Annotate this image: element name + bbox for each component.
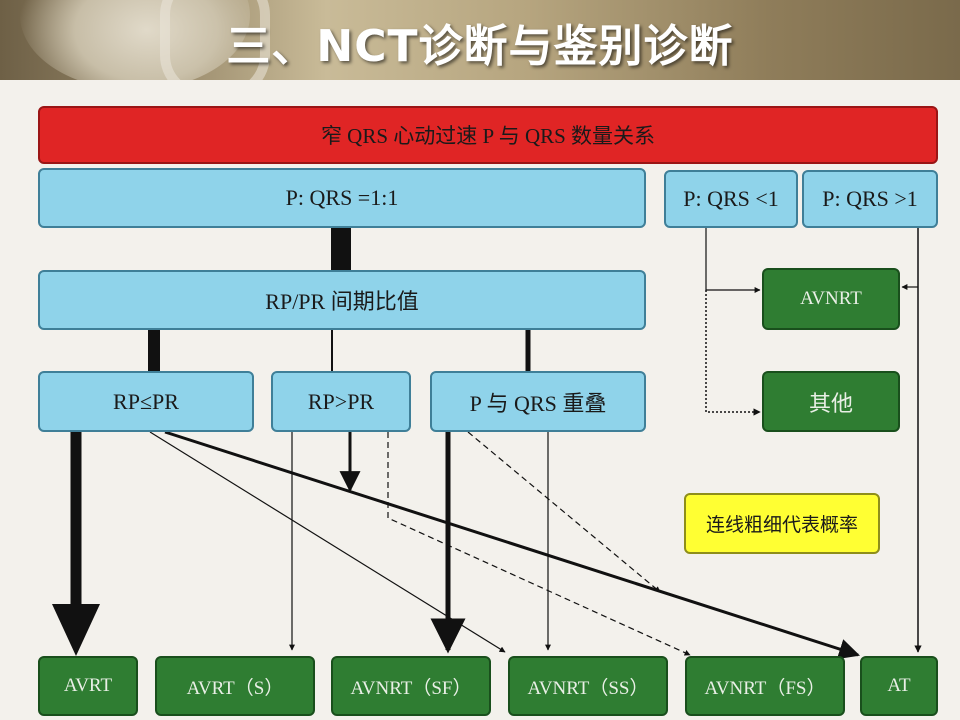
header-decoration <box>20 0 250 80</box>
outcome-at: AT <box>860 656 938 716</box>
branch-rp-le-pr: RP≤PR <box>38 371 254 432</box>
slide-header: 三、NCT诊断与鉴别诊断 <box>0 0 960 80</box>
ratio-equal-box: P: QRS =1:1 <box>38 168 646 228</box>
outcome-other: 其他 <box>762 371 900 432</box>
top-box-p-qrs-relation: 窄 QRS 心动过速 P 与 QRS 数量关系 <box>38 106 938 164</box>
branch-rp-gt-pr: RP>PR <box>271 371 411 432</box>
outcome-avnrt-fs: AVNRT（FS） <box>685 656 845 716</box>
header-decoration-ring <box>160 0 270 80</box>
slide-title: 三、NCT诊断与鉴别诊断 <box>226 21 734 72</box>
ratio-greater-box: P: QRS >1 <box>802 170 938 228</box>
outcome-avnrt-sf: AVNRT（SF） <box>331 656 491 716</box>
branch-p-qrs-overlap: P 与 QRS 重叠 <box>430 371 646 432</box>
outcome-avrt-s: AVRT（S） <box>155 656 315 716</box>
legend-note: 连线粗细代表概率 <box>684 493 880 554</box>
outcome-avrt: AVRT <box>38 656 138 716</box>
outcome-avnrt-right: AVNRT <box>762 268 900 330</box>
outcome-avnrt-ss: AVNRT（SS） <box>508 656 668 716</box>
ratio-less-box: P: QRS <1 <box>664 170 798 228</box>
rp-pr-ratio-box: RP/PR 间期比值 <box>38 270 646 330</box>
